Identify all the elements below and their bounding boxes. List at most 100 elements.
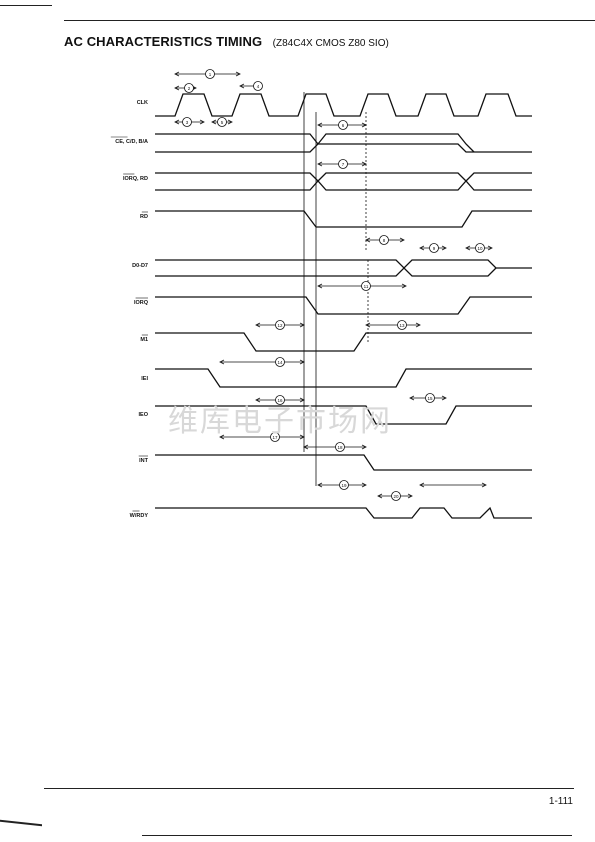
iorq-rd-wave-low (155, 172, 532, 191)
timing-ref-number: 15 (427, 396, 433, 401)
timing-ref-circle (338, 159, 348, 169)
rd-wave (155, 210, 532, 228)
iorq-rd-wave-high (155, 172, 532, 191)
dimension-arrow (219, 359, 225, 365)
dimension-arrow (199, 119, 205, 125)
timing-ref-number: 1 (209, 72, 212, 77)
timing-ref-circle (275, 320, 285, 330)
timing-ref-circle (275, 395, 285, 405)
timing-ref-number: 14 (277, 360, 283, 365)
dimension-arrow (299, 322, 305, 328)
dimension-arrow (365, 322, 371, 328)
timing-ref-circle (339, 480, 349, 490)
dimension-arrow (227, 119, 233, 125)
iei-wave (155, 368, 532, 388)
dimension-arrow (415, 322, 421, 328)
dimension-arrow (317, 482, 323, 488)
dimension-arrow (409, 395, 415, 401)
signal-label-iei: IEI (141, 376, 148, 382)
timing-ref-circle (425, 393, 435, 403)
timing-ref-number: 7 (342, 162, 345, 167)
title-row: AC CHARACTERISTICS TIMING (Z84C4X CMOS Z… (64, 33, 389, 51)
dimension-arrow (174, 71, 180, 77)
data-wave-low (155, 267, 497, 277)
top-mark (0, 5, 52, 6)
bottom-edge-rule (142, 835, 572, 836)
dimension-arrow (317, 283, 323, 289)
data-wave-high (155, 259, 532, 269)
dimension-arrow (174, 119, 180, 125)
signal-label-wrdy: W/RDY (130, 513, 149, 519)
dimension-arrow (219, 434, 225, 440)
dimension-arrow (361, 482, 367, 488)
timing-ref-number: 20 (393, 494, 399, 499)
timing-ref-circle (429, 243, 439, 253)
timing-ref-number: 18 (337, 445, 343, 450)
timing-ref-number: 10 (477, 246, 483, 251)
dimension-arrow (441, 395, 447, 401)
dimension-arrow (303, 444, 309, 450)
ce-wave-high (155, 133, 532, 153)
timing-ref-number: 6 (342, 123, 345, 128)
dimension-arrow (317, 122, 323, 128)
signal-label-iorq: IORQ (134, 300, 149, 306)
wrdy-wave (155, 506, 532, 519)
timing-ref-number: 11 (364, 284, 369, 289)
dimension-arrow (487, 245, 493, 251)
dimension-arrow (239, 83, 245, 89)
timing-ref-number: 13 (399, 323, 405, 328)
dimension-arrow (317, 161, 323, 167)
dimension-arrow (401, 283, 407, 289)
timing-ref-number: 9 (433, 246, 436, 251)
ieo-wave (155, 405, 532, 425)
dimension-arrow (299, 397, 305, 403)
int-wave (155, 454, 532, 471)
signal-label-rd: RD (140, 214, 148, 220)
page-subtitle: (Z84C4X CMOS Z80 SIO) (272, 38, 389, 49)
timing-ref-number: 5 (221, 120, 224, 125)
signal-label-int: INT (139, 458, 149, 464)
dimension-arrow (481, 482, 487, 488)
dimension-arrow (211, 119, 217, 125)
dimension-arrow (377, 493, 383, 499)
timing-ref-circle (270, 432, 280, 442)
dimension-arrow (465, 245, 471, 251)
dimension-arrow (299, 434, 305, 440)
signal-label-ce: CE, C/D, B/A (115, 139, 148, 145)
dimension-arrow (361, 122, 367, 128)
timing-ref-number: 16 (277, 398, 283, 403)
timing-ref-circle (397, 320, 407, 330)
dimension-arrow (399, 237, 405, 243)
dimension-arrow (174, 85, 180, 91)
dimension-arrow (407, 493, 413, 499)
timing-ref-circle (217, 117, 227, 127)
signal-label-m1: M1 (140, 337, 148, 343)
page-number: 1-111 (548, 796, 573, 807)
signal-label-iorq-rd: IORQ, RD (123, 176, 148, 182)
signal-label-ieo: IEO (139, 412, 149, 418)
timing-ref-circle (205, 69, 215, 79)
dimension-arrow (441, 245, 447, 251)
signal-label-data: D0-D7 (132, 263, 148, 269)
timing-ref-circle (475, 243, 485, 253)
bottom-rule (44, 788, 574, 789)
timing-ref-number: 17 (272, 435, 278, 440)
dimension-arrow (365, 237, 371, 243)
timing-ref-circle (361, 281, 371, 291)
dimension-arrow (235, 71, 241, 77)
timing-ref-circle (391, 491, 401, 501)
dimension-arrow (255, 322, 261, 328)
timing-ref-number: 19 (341, 483, 347, 488)
ce-wave-low (155, 133, 475, 153)
clk-wave (155, 93, 532, 117)
dimension-arrow (361, 444, 367, 450)
m1-wave (155, 332, 532, 352)
timing-ref-circle (335, 442, 345, 452)
timing-ref-number: 4 (257, 84, 260, 89)
timing-ref-circle (275, 357, 285, 367)
timing-ref-circle (338, 120, 348, 130)
dimension-arrow (361, 161, 367, 167)
timing-ref-number: 12 (277, 323, 283, 328)
iorq-wave (155, 296, 532, 315)
